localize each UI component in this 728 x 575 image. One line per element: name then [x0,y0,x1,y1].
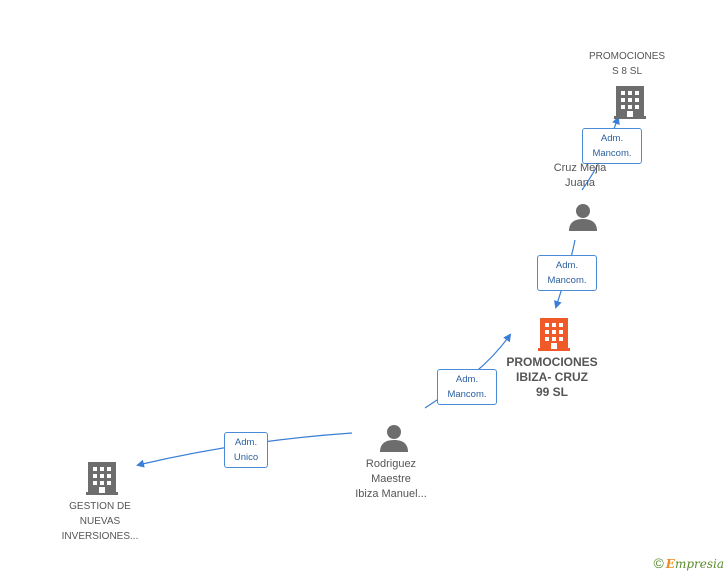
person-icon[interactable] [568,202,598,232]
edge-label-line: Mancom. [592,148,632,159]
brand-initial: E [665,557,675,571]
edge-label-line: Adm. [600,133,624,144]
node-label-gestion[interactable]: GESTION DE NUEVAS INVERSIONES... [50,499,150,544]
node-name-line: Cruz Mejia [553,162,607,174]
node-name-line: Rodriguez [365,458,417,470]
building-icon[interactable] [614,84,646,120]
node-name-line: NUEVAS [79,516,121,527]
node-name-line: Maestre [371,473,411,485]
edge-label-line: Unico [233,452,259,463]
edge-label-line: Adm. [555,260,579,271]
node-label-cruz-mejia[interactable]: Cruz Mejia Juana [540,161,620,191]
node-name-line: PROMOCIONES [506,355,598,369]
node-name-line: Juana [565,177,595,189]
node-label-promociones-ibiza[interactable]: PROMOCIONES IBIZA- CRUZ 99 SL [500,355,604,400]
edge-label-line: Adm. [455,374,479,385]
node-name-line: INVERSIONES... [61,531,139,542]
node-label-promociones-s8[interactable]: PROMOCIONES S 8 SL [580,49,674,79]
edge-label-adm-mancom[interactable]: Adm. Mancom. [582,128,642,164]
empresia-logo[interactable]: ©Empresia [653,555,724,571]
brand-name-rest: mpresia [674,557,724,571]
edge-label-line: Adm. [234,437,258,448]
node-name-line: PROMOCIONES [588,51,666,62]
edge-label-adm-mancom[interactable]: Adm. Mancom. [437,369,497,405]
edge-label-line: Mancom. [447,389,487,400]
building-icon[interactable] [538,316,570,352]
node-name-line: Ibiza Manuel... [355,488,427,500]
node-label-rodriguez[interactable]: Rodriguez Maestre Ibiza Manuel... [341,457,441,502]
building-icon[interactable] [86,460,118,496]
person-icon[interactable] [379,423,409,453]
edge-label-adm-unico[interactable]: Adm. Unico [224,432,268,468]
node-name-line: S 8 SL [611,66,643,77]
edge-label-line: Mancom. [547,275,587,286]
node-name-line: IBIZA- CRUZ [516,370,588,384]
node-name-line: 99 SL [535,385,568,399]
edge-label-adm-mancom[interactable]: Adm. Mancom. [537,255,597,291]
node-name-line: GESTION DE [69,501,131,512]
copyright-icon: © [653,555,664,571]
